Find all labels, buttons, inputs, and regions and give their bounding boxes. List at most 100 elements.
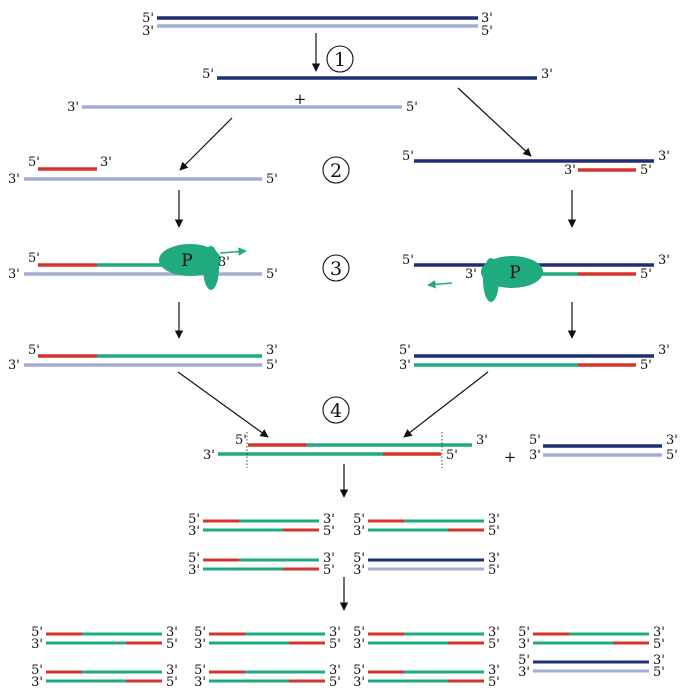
product-bottom-3-label: 3' (203, 448, 215, 463)
process-arrows (174, 33, 577, 611)
cycle3-product-7-top-3-label: 3' (488, 663, 500, 678)
denatured-top-5-label: 5' (202, 67, 214, 82)
template-left-step3-5-label: 5' (266, 267, 278, 282)
cycle3-original-bottom-3-label: 3' (518, 665, 530, 680)
cycle2-product-3-top-5-label: 5' (188, 551, 200, 566)
original-step4-bottom-5-label: 5' (666, 448, 678, 463)
initial-top-5-label: 5' (142, 11, 154, 26)
denatured-bottom-3-label: 3' (67, 100, 79, 115)
cycle2-original-top-5-label: 5' (353, 551, 365, 566)
cycle2-product-1-top-5-label: 5' (188, 512, 200, 527)
cycle3-original-top-3-label: 3' (653, 653, 665, 668)
template-left-step2-5-label: 5' (266, 172, 278, 187)
dna-strands (24, 16, 662, 683)
polymerase-right-label: P (509, 263, 520, 283)
cycle3-product-2-top-5-label: 5' (194, 625, 206, 640)
cycle3-product-3-bottom-5-label: 5' (488, 637, 500, 652)
cycle3-original-bottom-5-label: 5' (653, 665, 665, 680)
initial-bottom-3-label: 3' (142, 24, 154, 39)
step-1-circle (326, 45, 354, 73)
step-4-circle (322, 396, 350, 424)
cycle3-product-1-bottom-3-label: 3' (31, 637, 43, 652)
primer-left-5-label: 5' (28, 155, 40, 170)
cycle3-product-4-bottom-3-label: 3' (518, 637, 530, 652)
extension-left-5-label: 5' (28, 251, 40, 266)
cycle2-product-2-top-5-label: 5' (353, 512, 365, 527)
cycle2-product-1-top-3-label: 3' (323, 512, 335, 527)
cycle3-product-5-top-5-label: 5' (31, 663, 43, 678)
completed-left-bottom-3-label: 3' (8, 358, 20, 373)
template-right-step3-3-label: 3' (658, 253, 670, 268)
strand-end-labels: 5'3'3'5'5'3'3'5'+5'3'3'5'5'3'3'5'5'3'5'3… (8, 11, 678, 690)
original-step4-top-3-label: 3' (666, 433, 678, 448)
primer-right-3-label: 3' (564, 163, 576, 178)
cycle2-original-bottom-3-label: 3' (353, 563, 365, 578)
direction-arrow-right (219, 247, 247, 256)
cycle2-product-2-bottom-5-label: 5' (488, 524, 500, 539)
polymerase-left: P (159, 244, 221, 290)
product-top-3-label: 3' (476, 433, 488, 448)
polymerase-enzymes: PP (159, 244, 543, 302)
direction-arrow-left (427, 280, 453, 289)
step-1-number: 1 (334, 49, 346, 71)
cycle3-product-3-top-3-label: 3' (488, 625, 500, 640)
cycle2-product-1-bottom-5-label: 5' (323, 524, 335, 539)
cycle3-product-6-bottom-3-label: 3' (194, 675, 206, 690)
step-3-number: 3 (330, 258, 342, 280)
cycle3-product-5-bottom-5-label: 5' (166, 675, 178, 690)
cycle3-original-top-5-label: 5' (518, 653, 530, 668)
arrow-left-to-step4 (177, 371, 269, 438)
original-step4-top-5-label: 5' (529, 433, 541, 448)
completed-left-bottom-5-label: 5' (266, 358, 278, 373)
denatured-bottom-5-label: 5' (406, 100, 418, 115)
original-step4-bottom-3-label: 3' (529, 448, 541, 463)
cycle3-product-7-bottom-3-label: 3' (353, 675, 365, 690)
product-top-5-label: 5' (235, 433, 247, 448)
step-2-circle (322, 156, 350, 184)
polymerase-right: P (481, 256, 543, 302)
cycle2-original-bottom-5-label: 5' (488, 563, 500, 578)
template-right-step2-3-label: 3' (658, 149, 670, 164)
product-bottom-5-label: 5' (446, 448, 458, 463)
arrow-to-left-anneal (179, 117, 233, 171)
completed-right-3-label: 3' (658, 343, 670, 358)
step-2-number: 2 (330, 160, 342, 182)
arrow-to-right-anneal (457, 87, 532, 157)
polymerase-left-3-label: 3' (218, 255, 230, 270)
completed-left-5-label: 5' (28, 343, 40, 358)
cycle3-product-4-bottom-5-label: 5' (653, 637, 665, 652)
cycle3-product-7-top-5-label: 5' (353, 663, 365, 678)
cycle2-product-1-bottom-3-label: 3' (188, 524, 200, 539)
template-right-step2-5-label: 5' (402, 149, 414, 164)
cycle3-product-5-bottom-3-label: 3' (31, 675, 43, 690)
cycle3-product-6-top-5-label: 5' (194, 663, 206, 678)
completed-left-3-label: 3' (266, 343, 278, 358)
initial-top-3-label: 3' (481, 11, 493, 26)
primer-left-3-label: 3' (100, 155, 112, 170)
primer-right-5-label: 5' (640, 163, 652, 178)
plus-sign-denature: + (294, 90, 307, 108)
cycle3-product-7-bottom-5-label: 5' (488, 675, 500, 690)
cycle3-product-3-top-5-label: 5' (353, 625, 365, 640)
polymerase-right-3-label: 3' (465, 267, 477, 282)
cycle3-product-2-bottom-5-label: 5' (329, 637, 341, 652)
template-left-step2-3-label: 3' (8, 172, 20, 187)
cycle3-product-4-top-5-label: 5' (518, 625, 530, 640)
cycle3-product-2-bottom-3-label: 3' (194, 637, 206, 652)
initial-bottom-5-label: 5' (481, 24, 493, 39)
extension-right-5-label: 5' (640, 267, 652, 282)
cycle3-product-6-bottom-5-label: 5' (329, 675, 341, 690)
cycle3-product-3-bottom-3-label: 3' (353, 637, 365, 652)
cycle3-product-1-top-5-label: 5' (31, 625, 43, 640)
cycle2-original-top-3-label: 3' (488, 551, 500, 566)
cycle2-product-3-bottom-3-label: 3' (188, 563, 200, 578)
cycle3-product-4-top-3-label: 3' (653, 625, 665, 640)
cycle2-product-3-bottom-5-label: 5' (323, 563, 335, 578)
template-left-step3-3-label: 3' (8, 267, 20, 282)
completed-right-bottom-3-label: 3' (399, 358, 411, 373)
cycle2-product-3-top-3-label: 3' (323, 551, 335, 566)
denatured-top-3-label: 3' (541, 67, 553, 82)
cycle2-product-2-top-3-label: 3' (488, 512, 500, 527)
